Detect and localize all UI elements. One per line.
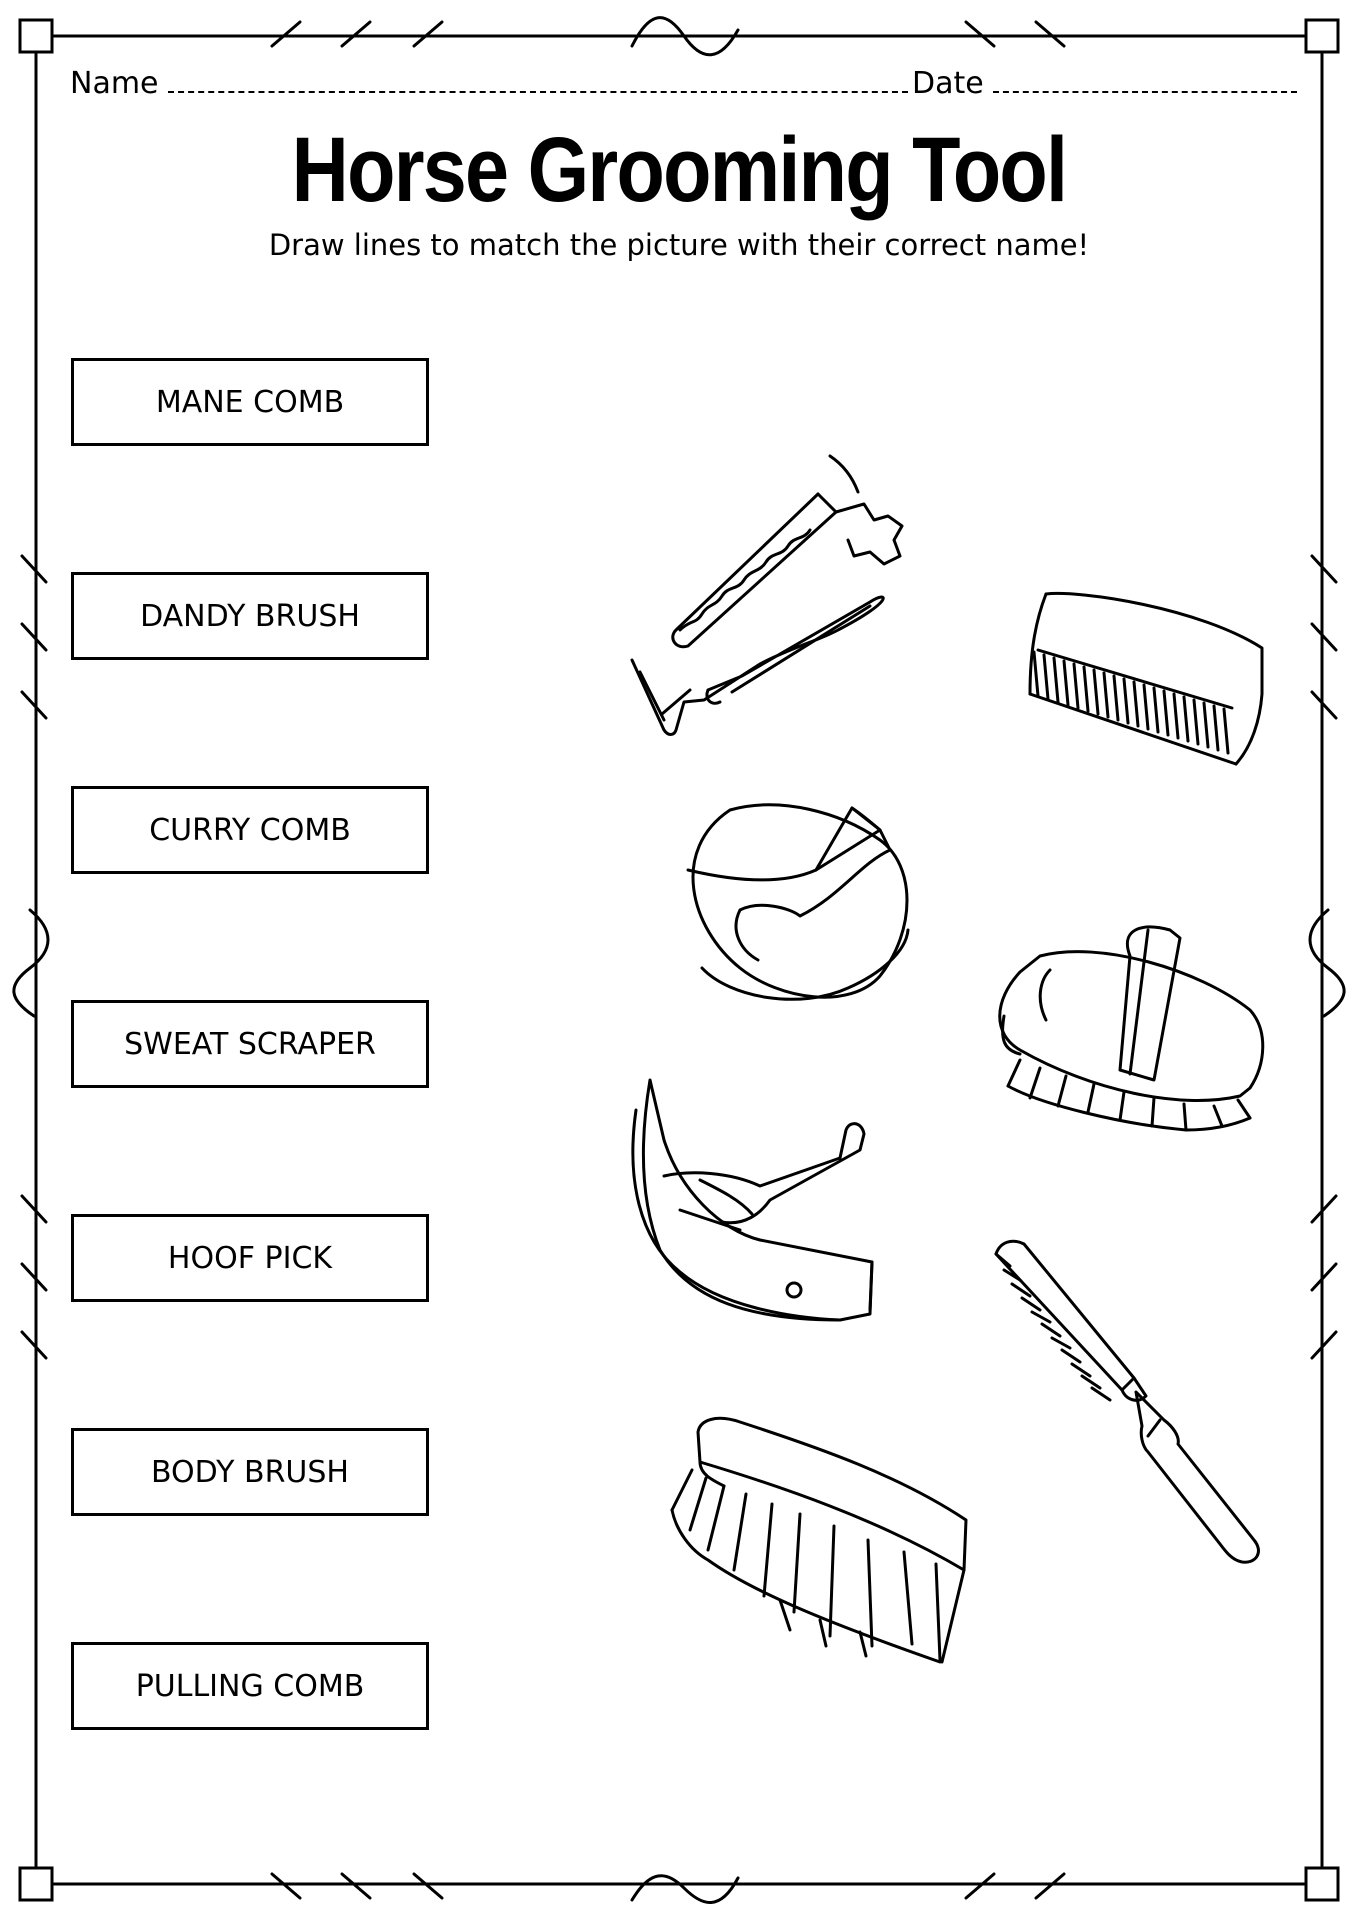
label-box[interactable]: CURRY COMB: [71, 786, 429, 874]
worksheet-title: Horse Grooming Tool: [291, 119, 1068, 221]
body-brush-icon[interactable]: [998, 925, 1265, 1132]
label-box[interactable]: MANE COMB: [71, 358, 429, 446]
curry-comb-icon[interactable]: [686, 803, 910, 1001]
name-label: Name: [70, 66, 159, 101]
label-box[interactable]: DANDY BRUSH: [71, 572, 429, 660]
sweat-scraper-icon[interactable]: [631, 1078, 874, 1322]
mane-comb-icon[interactable]: [1028, 592, 1264, 766]
dandy-brush-icon[interactable]: [670, 1416, 968, 1664]
hoof-pick-icon[interactable]: [630, 454, 904, 736]
date-field[interactable]: [993, 67, 1298, 93]
name-line: Name: [70, 66, 909, 101]
label-box[interactable]: HOOF PICK: [71, 1214, 429, 1302]
label-box[interactable]: PULLING COMB: [71, 1642, 429, 1730]
date-line: Date: [912, 66, 1298, 101]
date-label: Date: [912, 66, 984, 101]
label-box[interactable]: BODY BRUSH: [71, 1428, 429, 1516]
worksheet-instructions: Draw lines to match the picture with the…: [268, 228, 1090, 262]
pulling-comb-icon[interactable]: [994, 1239, 1260, 1564]
name-field[interactable]: [168, 67, 909, 93]
label-box[interactable]: SWEAT SCRAPER: [71, 1000, 429, 1088]
